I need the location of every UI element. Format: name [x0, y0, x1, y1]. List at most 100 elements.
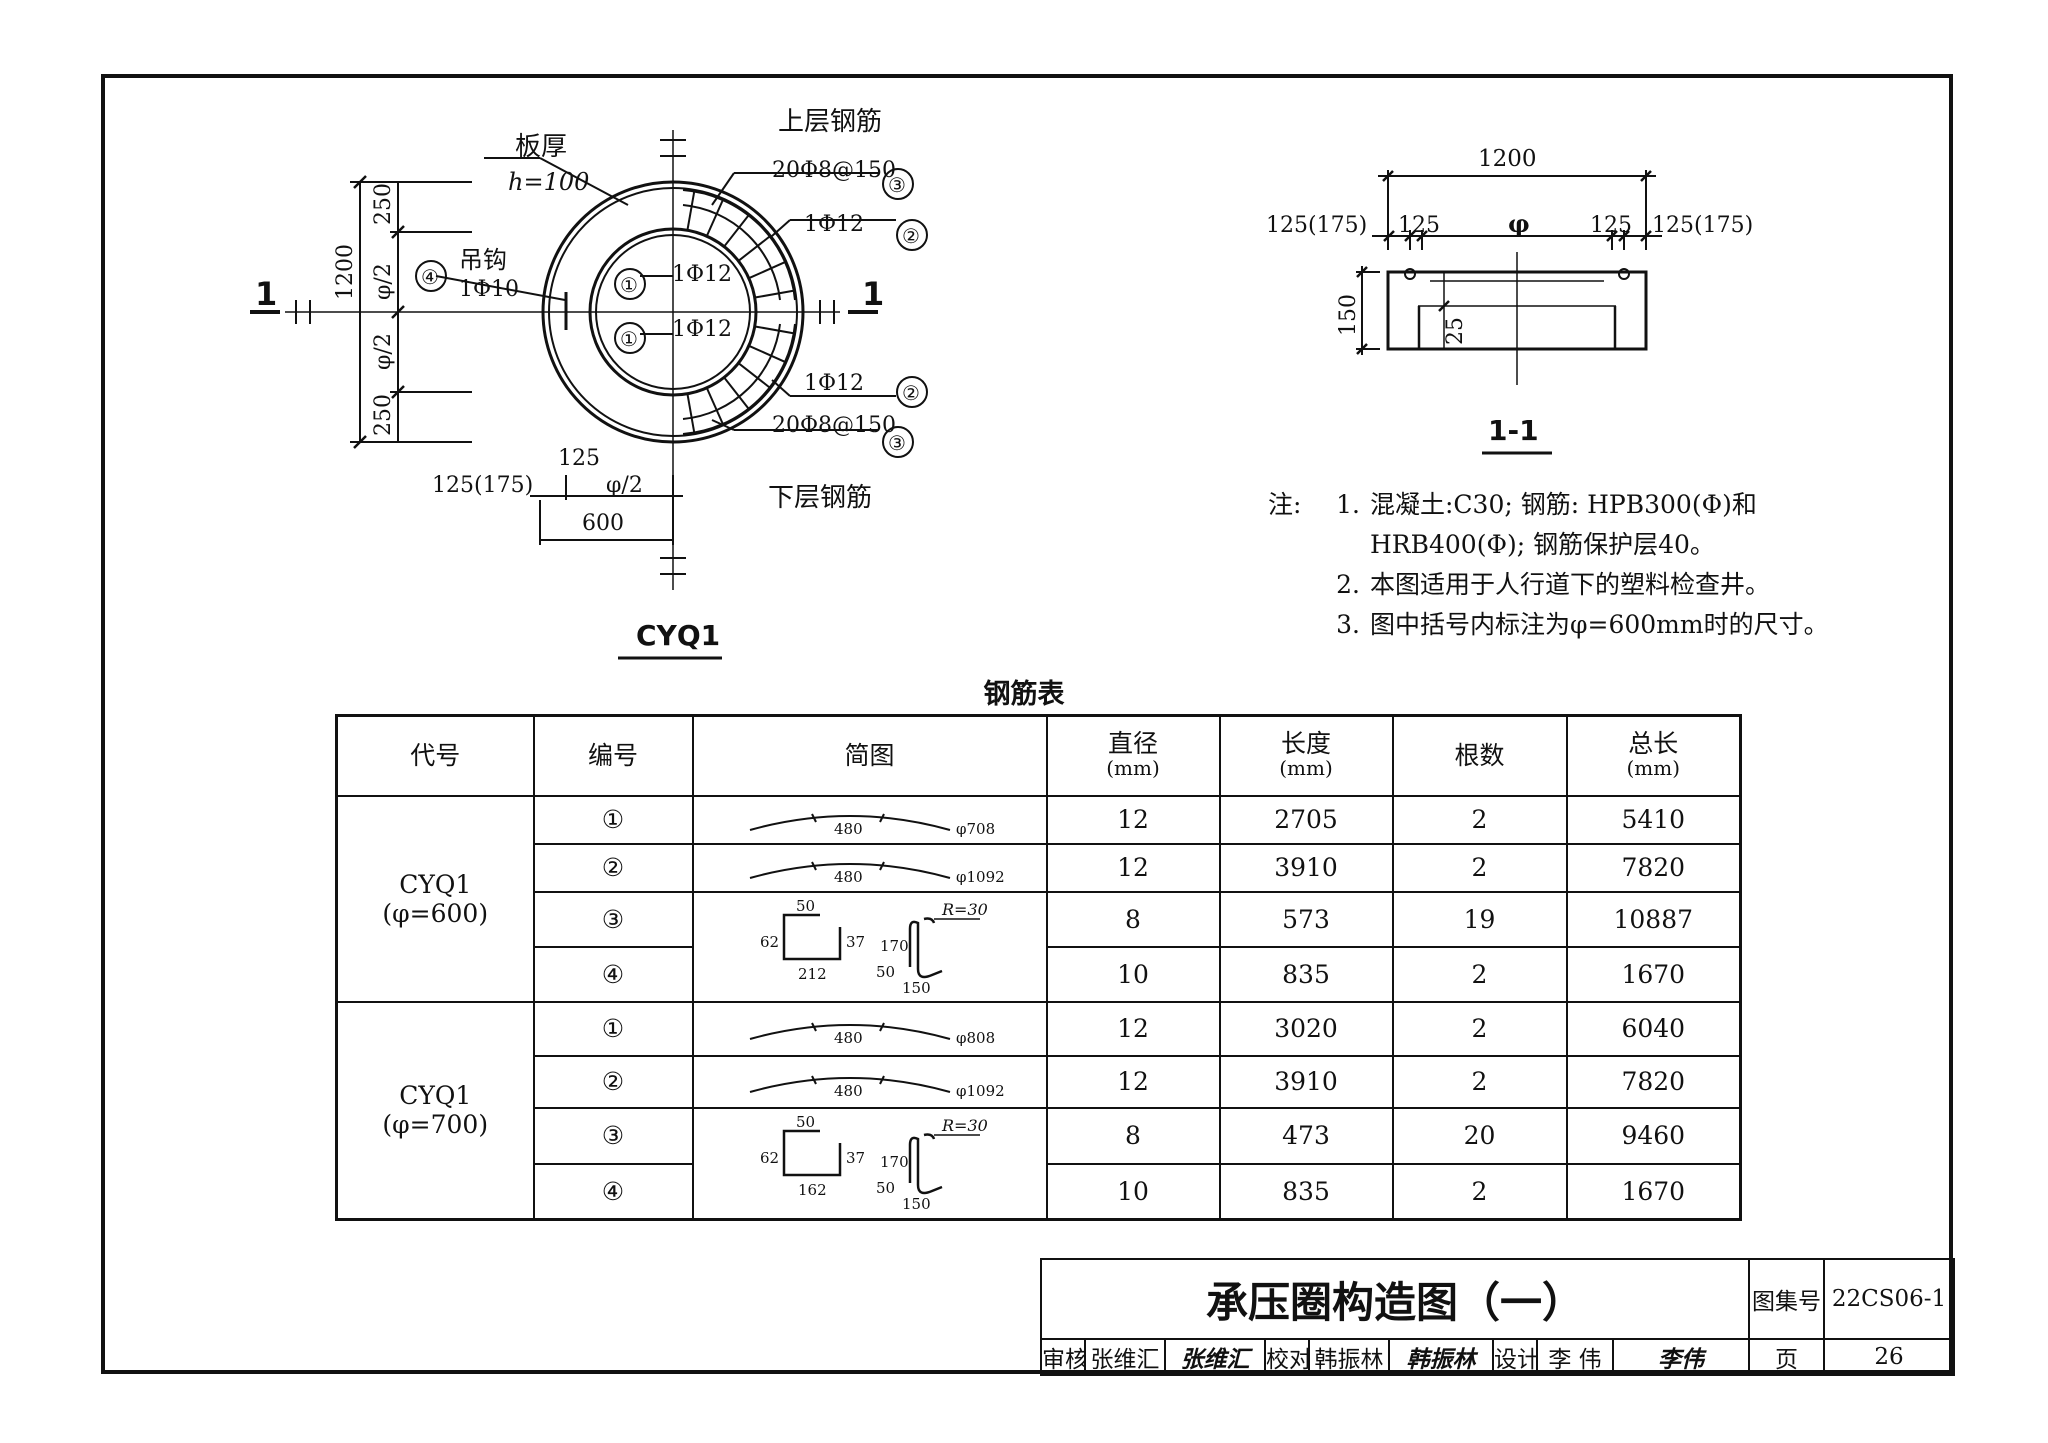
radial-tie: [749, 345, 786, 363]
svg-text:480: 480: [834, 1029, 863, 1047]
note-num: 1.: [1336, 490, 1360, 519]
cell-dia: 8: [1045, 1106, 1221, 1165]
note-text: 本图适用于人行道下的塑料检查井。: [1370, 570, 1771, 599]
cell-len: 835: [1218, 945, 1394, 1003]
dim-phi2-b: φ/2: [371, 333, 396, 370]
radial-tie: [755, 325, 795, 335]
table-row: ③ 50 62 37 212 R=30 170 50 150 8 573 1: [337, 890, 1742, 1003]
header-len: 长度(mm): [1218, 714, 1394, 797]
cell-dia: 10: [1045, 1162, 1221, 1221]
svg-text:φ808: φ808: [956, 1029, 995, 1047]
row-num: ②: [532, 1054, 694, 1109]
table-row: ④ 10 835 2 1670: [337, 945, 1742, 1003]
label-hook: 吊钩: [459, 246, 507, 274]
row-num: ③: [532, 890, 694, 948]
cell-dia: 10: [1045, 945, 1221, 1003]
design-signature: 李伟: [1611, 1338, 1751, 1376]
label-slab-h: h=100: [508, 168, 589, 196]
plan-caption: CYQ1: [636, 619, 720, 652]
callout-3-bot: ③: [888, 431, 906, 455]
note-text: 混凝土:C30; 钢筋: HPB300(Φ)和: [1370, 490, 1757, 519]
label-hook-spec: 1Φ10: [459, 277, 519, 302]
sec-dim-phi: φ: [1508, 209, 1530, 238]
cell-len: 3910: [1218, 1054, 1394, 1109]
callout-1-top: ①: [620, 273, 638, 297]
callout-4: ④: [421, 265, 439, 289]
group-code: CYQ1(φ=700): [335, 1000, 535, 1221]
sec-dim-25: 25: [1443, 317, 1468, 345]
design-name: 李 伟: [1536, 1338, 1614, 1376]
note-text: 图中括号内标注为φ=600mm时的尺寸。: [1370, 610, 1829, 639]
spec-2-top: 1Φ12: [804, 212, 864, 237]
dim-250-top: 250: [371, 183, 396, 225]
svg-text:R=30: R=30: [941, 900, 988, 919]
row-num: ④: [532, 1162, 694, 1221]
cell-dia: 12: [1045, 1054, 1221, 1109]
plan-view: 板厚 h=100 上层钢筋 下层钢筋 20Φ8@150 1Φ12 1Φ12 1Φ…: [250, 107, 928, 660]
spec-1-bot: 1Φ12: [672, 317, 732, 342]
svg-text:62: 62: [760, 933, 779, 951]
note-row-1: 注: 1. 混凝土:C30; 钢筋: HPB300(Φ)和: [1268, 485, 1829, 525]
cell-count: 2: [1391, 945, 1568, 1003]
callout-2-top: ②: [902, 224, 920, 248]
section-mark-right: 1: [862, 275, 884, 313]
svg-text:φ1092: φ1092: [956, 868, 1005, 886]
radial-tie: [706, 388, 724, 425]
callout-1-bot: ①: [620, 327, 638, 351]
header-count: 根数: [1391, 714, 1568, 797]
notes: 注: 1. 混凝土:C30; 钢筋: HPB300(Φ)和 HRB400(Φ);…: [1268, 485, 1829, 645]
cell-count: 2: [1391, 794, 1568, 845]
check-signature: 韩振林: [1388, 1338, 1494, 1376]
cell-count: 19: [1391, 890, 1568, 948]
svg-text:62: 62: [760, 1149, 779, 1167]
cell-dia: 12: [1045, 1000, 1221, 1057]
callout-2-bot: ②: [902, 381, 920, 405]
table-row: ③ 50 62 37 162 R=30 170 50 150 8 473 2: [337, 1106, 1742, 1221]
dim-125-175-plan: 125(175): [432, 473, 533, 498]
svg-text:150: 150: [902, 979, 931, 997]
radial-tie: [749, 261, 786, 279]
label-slab: 板厚: [515, 132, 567, 162]
radial-tie: [738, 235, 771, 262]
label-upper-rebar: 上层钢筋: [778, 107, 882, 137]
radial-tie: [706, 199, 724, 236]
sec-dim-right: 125(175): [1652, 213, 1753, 238]
sec-dim-125a: 125: [1398, 213, 1440, 238]
cell-total: 5410: [1565, 794, 1742, 845]
radial-tie: [755, 289, 795, 299]
header-num: 编号: [532, 714, 694, 797]
svg-text:162: 162: [798, 1181, 827, 1199]
atlas-value: 22CS06-1: [1823, 1258, 1956, 1340]
cell-count: 2: [1391, 1162, 1568, 1221]
radial-tie: [723, 377, 750, 410]
svg-text:480: 480: [834, 868, 863, 886]
sec-dim-left: 125(175): [1266, 213, 1367, 238]
svg-text:37: 37: [846, 933, 865, 951]
note-num: [1320, 525, 1370, 565]
cell-dia: 12: [1045, 794, 1221, 845]
svg-text:50: 50: [796, 897, 815, 915]
sec-dim-1200: 1200: [1478, 146, 1537, 172]
note-row-2: HRB400(Φ); 钢筋保护层40。: [1268, 525, 1829, 565]
section-mark-left: 1: [255, 275, 277, 313]
section-view: 1200 125(175) 125 φ 125 125(175) 150 25 …: [1266, 146, 1753, 455]
svg-text:170: 170: [880, 937, 909, 955]
row-num: ①: [532, 1000, 694, 1057]
review-label: 审核: [1040, 1338, 1086, 1376]
svg-text:50: 50: [876, 1179, 895, 1197]
cell-total: 6040: [1565, 1000, 1742, 1057]
row-num: ①: [532, 794, 694, 845]
rebar-table: 代号 编号 简图 直径(mm) 长度(mm) 根数 总长(mm) CYQ1(φ=…: [335, 714, 1742, 1221]
dim-600: 600: [582, 511, 624, 536]
cell-len: 473: [1218, 1106, 1394, 1165]
radial-tie: [738, 362, 771, 389]
svg-text:R=30: R=30: [941, 1116, 988, 1135]
check-label: 校对: [1264, 1338, 1310, 1376]
svg-text:φ708: φ708: [956, 820, 995, 838]
header-total: 总长(mm): [1565, 714, 1742, 797]
row-num: ④: [532, 945, 694, 1003]
radial-tie: [686, 190, 696, 230]
svg-text:37: 37: [846, 1149, 865, 1167]
